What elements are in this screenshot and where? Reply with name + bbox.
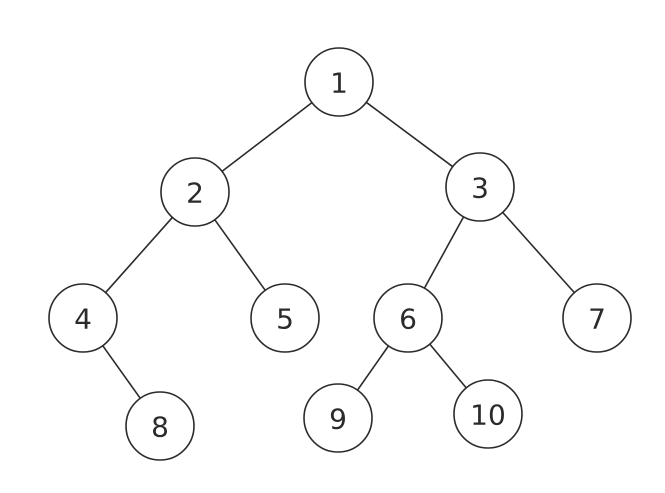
- node-circle-4: [48, 283, 118, 353]
- node-label-6: 6: [399, 303, 417, 336]
- tree-node-5: 5: [250, 283, 320, 353]
- edge-1-2: [221, 102, 313, 172]
- tree-node-3: 3: [445, 152, 515, 222]
- node-circle-10: [453, 379, 523, 449]
- node-circle-6: [373, 283, 443, 353]
- edge-2-5: [214, 219, 266, 291]
- node-circle-5: [250, 283, 320, 353]
- node-label-8: 8: [151, 411, 169, 444]
- edge-3-6: [423, 216, 465, 289]
- node-circle-7: [562, 283, 632, 353]
- node-label-4: 4: [74, 303, 92, 336]
- node-label-9: 9: [329, 403, 347, 436]
- tree-node-1: 1: [304, 47, 374, 117]
- node-circle-1: [304, 47, 374, 117]
- edge-4-8: [102, 345, 141, 399]
- edge-2-4: [104, 216, 174, 294]
- edge-3-7: [502, 211, 575, 294]
- nodes-layer: 1 2 3 4 5 6 7 8 9 10: [48, 47, 632, 461]
- edge-6-9: [356, 345, 390, 391]
- node-circle-9: [303, 383, 373, 453]
- tree-node-7: 7: [562, 283, 632, 353]
- tree-node-10: 10: [453, 379, 523, 449]
- edge-6-10: [429, 343, 467, 389]
- node-circle-2: [160, 157, 230, 227]
- node-label-2: 2: [186, 177, 204, 210]
- node-label-7: 7: [588, 303, 606, 336]
- tree-node-8: 8: [125, 391, 195, 461]
- tree-node-2: 2: [160, 157, 230, 227]
- edges-layer: [102, 101, 575, 399]
- node-label-3: 3: [471, 172, 489, 205]
- node-label-1: 1: [330, 67, 348, 100]
- tree-node-9: 9: [303, 383, 373, 453]
- node-label-10: 10: [470, 399, 506, 432]
- tree-node-4: 4: [48, 283, 118, 353]
- tree-node-6: 6: [373, 283, 443, 353]
- node-circle-3: [445, 152, 515, 222]
- edge-1-3: [365, 101, 454, 168]
- node-label-5: 5: [276, 303, 294, 336]
- node-circle-8: [125, 391, 195, 461]
